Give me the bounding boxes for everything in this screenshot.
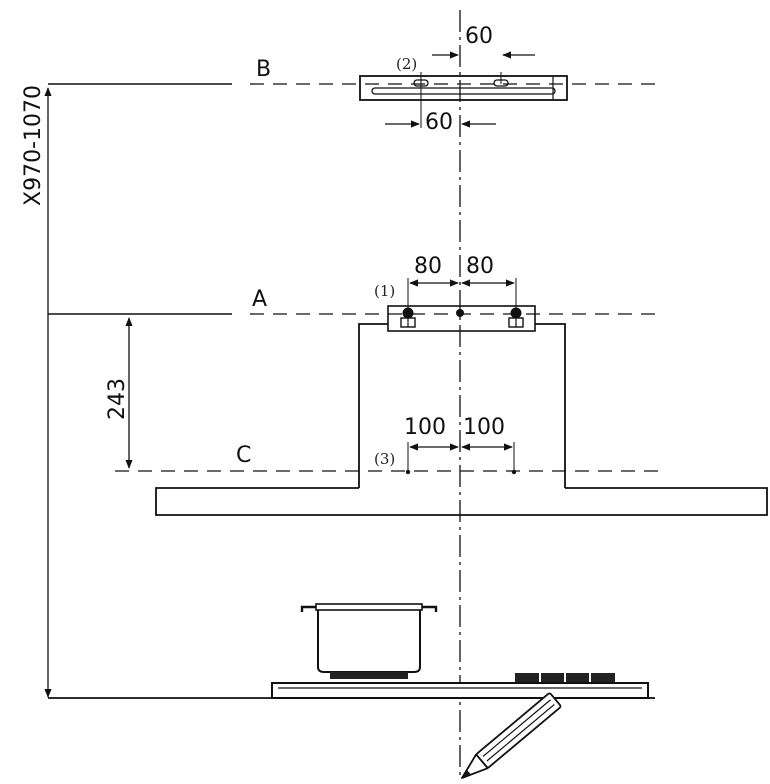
marker-1: (1) xyxy=(374,282,395,300)
marker-3: (3) xyxy=(374,450,395,468)
dim-a-to-c: 243 xyxy=(105,378,130,420)
marker-2: (2) xyxy=(396,55,417,73)
dim-a-left: 80 xyxy=(414,254,442,279)
line-b-label: B xyxy=(256,57,271,82)
screw-icon xyxy=(508,307,524,328)
cooktop xyxy=(271,673,649,699)
upper-bracket xyxy=(359,75,568,101)
lower-bracket xyxy=(387,305,536,332)
dim-a-right: 80 xyxy=(466,254,494,279)
dim-overall-height: X970-1070 xyxy=(21,85,46,206)
dim-c-right: 100 xyxy=(463,415,505,440)
pencil-icon xyxy=(461,692,562,779)
dim-b-top: 60 xyxy=(465,24,493,49)
pot-icon xyxy=(300,603,438,679)
screw-icon xyxy=(400,307,416,328)
dim-c-left: 100 xyxy=(404,415,446,440)
dim-b-bottom: 60 xyxy=(425,110,453,135)
line-a-label: A xyxy=(252,287,267,312)
line-c-label: C xyxy=(236,443,251,468)
range-hood xyxy=(155,323,768,516)
